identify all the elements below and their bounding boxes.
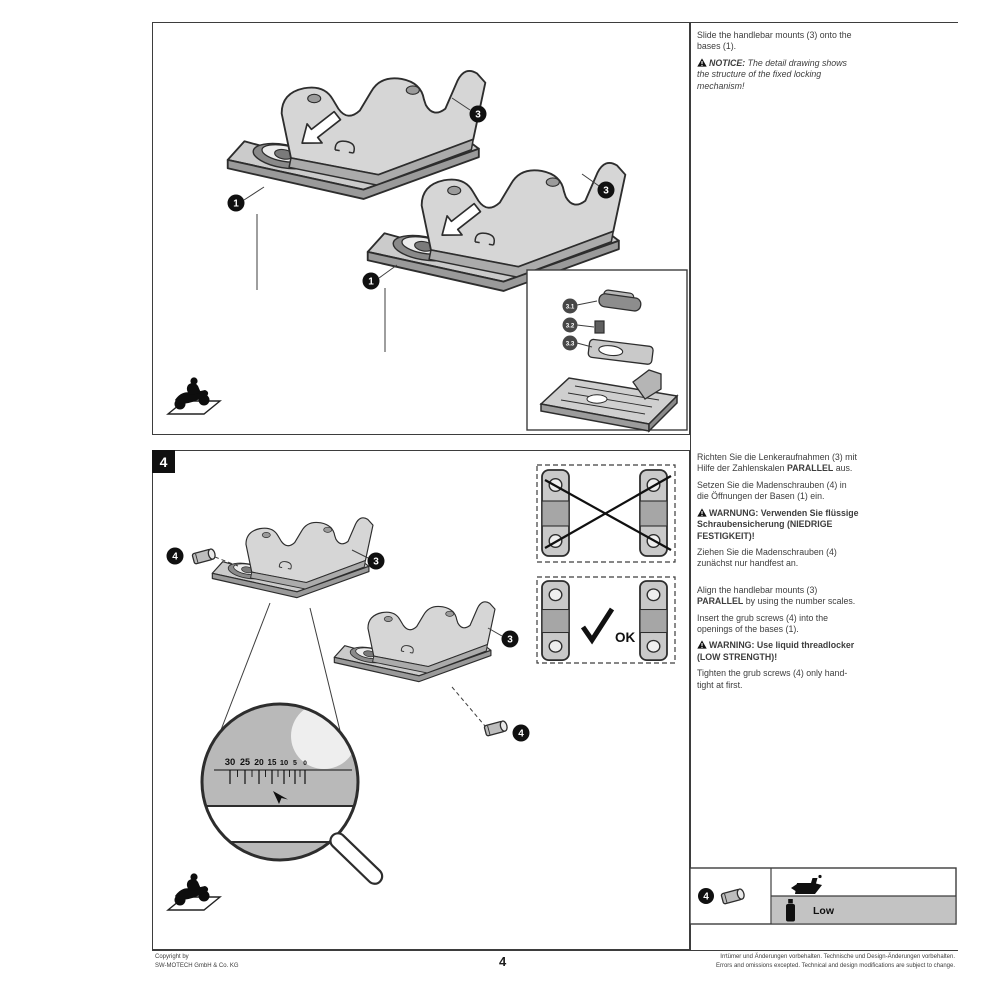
handlebar-mount-right [333, 601, 496, 683]
copyright-line-1: Copyright by [155, 954, 189, 960]
svg-text:1: 1 [233, 199, 239, 210]
svg-text:3.2: 3.2 [566, 323, 575, 330]
copyright-line-2: SW-MOTECH GmbH & Co. KG [155, 962, 239, 969]
language-gap [697, 575, 860, 585]
svg-text:20: 20 [254, 757, 264, 767]
locking-plate-part [587, 338, 654, 365]
lens-highlight [291, 704, 357, 769]
svg-text:0: 0 [303, 760, 307, 767]
supplies-table: 4 Low [689, 867, 957, 925]
warning-en: WARNING: Use liquid threadlocker (LOW ST… [697, 640, 860, 663]
alignment-wrong-box [536, 464, 676, 563]
ok-label: OK [615, 630, 636, 645]
handlebar-mount-left [211, 517, 374, 599]
instruction-en-align: Align the handlebar mounts (3) PARALLEL … [697, 585, 860, 608]
svg-text:5: 5 [293, 760, 297, 767]
grub-screw-left [191, 547, 217, 565]
svg-text:3.1: 3.1 [566, 304, 575, 311]
svg-text:25: 25 [240, 757, 250, 767]
copyright: Copyright by SW-MOTECH GmbH & Co. KG [155, 953, 239, 970]
svg-text:30: 30 [225, 757, 236, 768]
step4-diagram: 4 OK 4 3 3 4 [152, 450, 690, 950]
instruction-de-insert: Setzen Sie die Madenschrauben (4) in die… [697, 479, 847, 502]
svg-text:3: 3 [507, 635, 513, 646]
mount-end-view [639, 469, 668, 557]
instruction-en-tighten: Tighten the grub screws (4) only hand-ti… [697, 668, 848, 690]
number-scale: 30 25 20 15 10 5 0 [214, 757, 352, 804]
callout-mount-3: 3 [469, 105, 487, 123]
svg-text:15: 15 [268, 758, 277, 767]
column-separator [690, 22, 691, 950]
disclaimer-de: Irrtümer und Änderungen vorbehalten. Tec… [720, 954, 955, 960]
warning-icon [697, 58, 707, 67]
grub-screw-right [483, 719, 509, 737]
motorcycle-icon [167, 872, 221, 911]
callout-screw-4-right: 4 [512, 724, 530, 742]
svg-text:3.3: 3.3 [566, 341, 575, 348]
instruction-en-insert: Insert the grub screws (4) into the open… [697, 612, 829, 635]
warning-text: WARNING: Use liquid threadlocker (LOW ST… [697, 640, 855, 662]
instruction-emphasis: PARALLEL [786, 463, 834, 474]
motorcycle-icon [167, 376, 221, 415]
callout-detail-3-1: 3.1 [562, 298, 578, 314]
step3-instructions: Slide the handlebar mounts (3) onto the … [697, 30, 860, 97]
warning-de: WARNUNG: Verwenden Sie flüssige Schraube… [697, 508, 860, 542]
strength-label: Low [813, 905, 835, 917]
callout-base-1: 1 [227, 194, 245, 212]
magnifier-handle [329, 832, 384, 885]
svg-text:4: 4 [518, 729, 524, 740]
callout-mount-3b: 3 [597, 181, 615, 199]
notice-block: NOTICE: The detail drawing shows the str… [697, 58, 860, 92]
mount-end-view [541, 580, 570, 662]
lens-ring [200, 702, 360, 862]
scale-pointer [273, 791, 288, 804]
notice-body: The detail drawing shows the structure o… [697, 57, 847, 91]
footer-rule [152, 950, 958, 951]
disclaimer: Irrtümer und Änderungen vorbehalten. Tec… [590, 953, 955, 970]
instruction-text: aus. [833, 463, 853, 474]
detail-drawing-box: 3.1 3.2 3.3 [526, 269, 688, 433]
bottle-icon [786, 899, 795, 922]
instruction-de-align: Richten Sie die Lenkeraufnahmen (3) mit … [697, 452, 860, 475]
mount-end-view [639, 580, 668, 662]
threadlocker-icon [791, 874, 822, 894]
warning-text: WARNUNG: Verwenden Sie flüssige Schraube… [697, 507, 859, 541]
instruction-text: Align the handlebar mounts (3) [697, 584, 818, 595]
instruction-de-tighten: Ziehen Sie die Madenschrauben (4) zunäch… [697, 546, 837, 569]
warning-icon [697, 508, 707, 517]
instruction-emphasis: PARALLEL [697, 596, 744, 607]
step3-diagram: 1 3 1 3 [152, 22, 690, 435]
callout-screw-4-left: 4 [166, 547, 184, 565]
svg-text:4: 4 [160, 454, 168, 470]
svg-text:3: 3 [373, 557, 379, 568]
callout-base-1b: 1 [362, 272, 380, 290]
svg-text:1: 1 [368, 277, 374, 288]
svg-text:10: 10 [280, 758, 288, 767]
page-number: 4 [499, 954, 507, 969]
notice-label: NOTICE: [709, 57, 746, 68]
base-part [539, 369, 679, 433]
svg-text:4: 4 [703, 892, 709, 903]
alignment-ok-box: OK [536, 576, 676, 664]
locking-pin-part [594, 320, 605, 334]
warning-icon [697, 640, 707, 650]
callout-mount-3-right: 3 [501, 630, 519, 648]
callout-detail-3-3: 3.3 [562, 335, 578, 351]
callout-screw-4-table: 4 [698, 888, 714, 904]
callout-detail-3-2: 3.2 [562, 317, 578, 333]
instruction-slide: Slide the handlebar mounts (3) onto the … [697, 30, 852, 52]
svg-text:4: 4 [172, 552, 178, 563]
instruction-text: Richten Sie die Lenkeraufnahmen (3) mit … [697, 452, 857, 474]
svg-text:3: 3 [475, 110, 481, 121]
instruction-text: by using the number scales. [743, 596, 856, 607]
step-number-badge: 4 [152, 450, 175, 473]
callout-mount-3-left: 3 [367, 552, 385, 570]
check-icon [580, 607, 615, 645]
magnifier: 30 25 20 15 10 5 0 [200, 702, 384, 885]
disclaimer-en: Errors and omissions excepted. Technical… [715, 962, 955, 969]
svg-text:3: 3 [603, 186, 609, 197]
locking-cap-part [598, 289, 642, 312]
step4-instructions: Richten Sie die Lenkeraufnahmen (3) mit … [697, 452, 860, 696]
